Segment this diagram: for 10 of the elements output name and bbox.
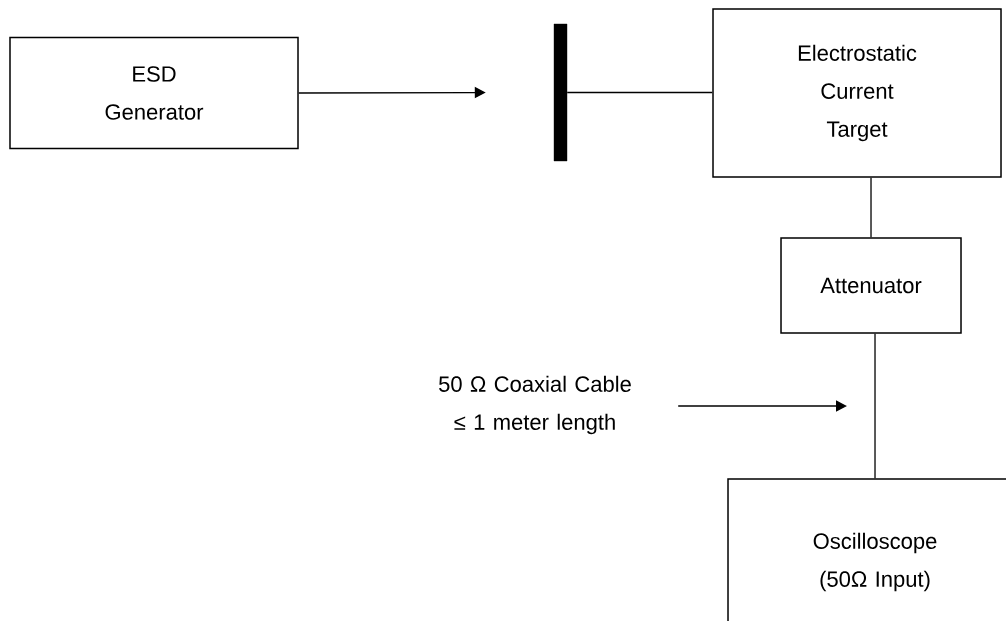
connector-line: [566, 91, 713, 94]
process-box: Oscilloscope (50Ω Input): [727, 478, 1006, 621]
process-box: ESD Generator: [9, 36, 299, 150]
process-box: Electrostatic Current Target: [712, 8, 1002, 178]
connector-line: [874, 333, 876, 479]
target-plate: [553, 23, 568, 162]
connector-line: [870, 177, 872, 238]
process-box: Attenuator: [780, 237, 962, 334]
cable-label: 50 Ω Coaxial Cable ≤ 1 meter length: [439, 375, 631, 435]
leader-line: [677, 400, 847, 412]
